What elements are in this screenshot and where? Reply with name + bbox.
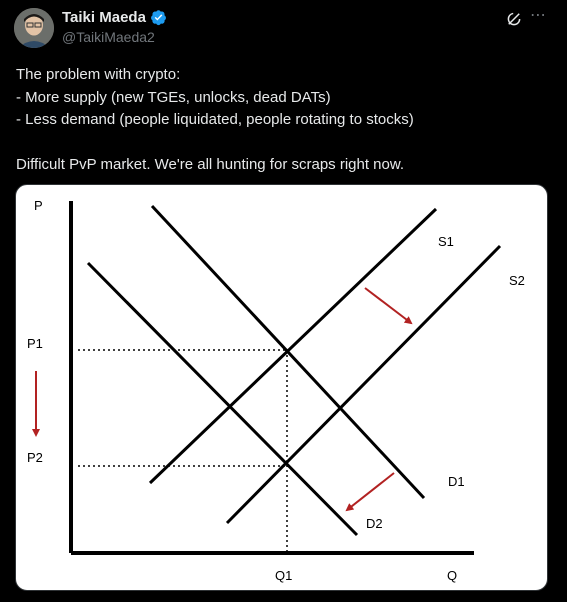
supply-curve-s1 <box>148 207 438 485</box>
y-axis-label: P <box>34 198 43 213</box>
d1-label: D1 <box>448 474 465 489</box>
s2-label: S2 <box>509 273 525 288</box>
avatar-image <box>14 8 54 48</box>
demand-shift-arrow <box>345 472 395 512</box>
supply-curve-s2 <box>225 244 502 525</box>
demand-curve-d1 <box>150 204 426 500</box>
author-name-row[interactable]: Taiki Maeda <box>62 9 167 26</box>
verified-badge-icon <box>150 10 166 26</box>
d2-label: D2 <box>366 516 383 531</box>
demand-curve-d2 <box>86 261 359 537</box>
p1-label: P1 <box>27 336 43 351</box>
q1-label: Q1 <box>275 568 292 583</box>
x-axis-label: Q <box>447 568 457 583</box>
more-icon[interactable]: ⋯ <box>530 7 546 24</box>
supply-demand-graph: P Q S1 S2 D1 D2 P1 P2 Q1 <box>27 198 525 583</box>
author-handle[interactable]: @TaikiMaeda2 <box>62 29 155 45</box>
author-name[interactable]: Taiki Maeda <box>62 9 146 26</box>
avatar[interactable] <box>14 8 54 48</box>
p2-label: P2 <box>27 450 43 465</box>
supply-shift-arrow <box>364 287 413 325</box>
grok-icon[interactable] <box>505 10 523 28</box>
tweet-text: The problem with crypto: - More supply (… <box>16 66 414 173</box>
tweet-image[interactable]: P Q S1 S2 D1 D2 P1 P2 Q1 <box>15 184 548 591</box>
s1-label: S1 <box>438 234 454 249</box>
